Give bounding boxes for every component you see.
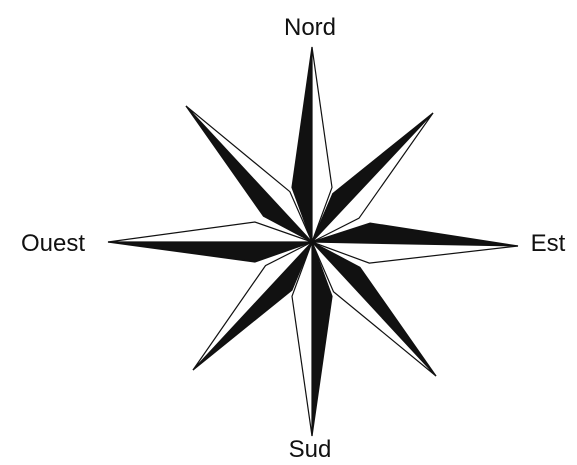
north-label: Nord [284,16,336,40]
compass-rays [108,47,518,436]
northwest-ray-light-half [186,106,312,242]
east-label: Est [531,232,566,256]
south-label: Sud [289,438,332,462]
west-label: Ouest [21,232,85,256]
